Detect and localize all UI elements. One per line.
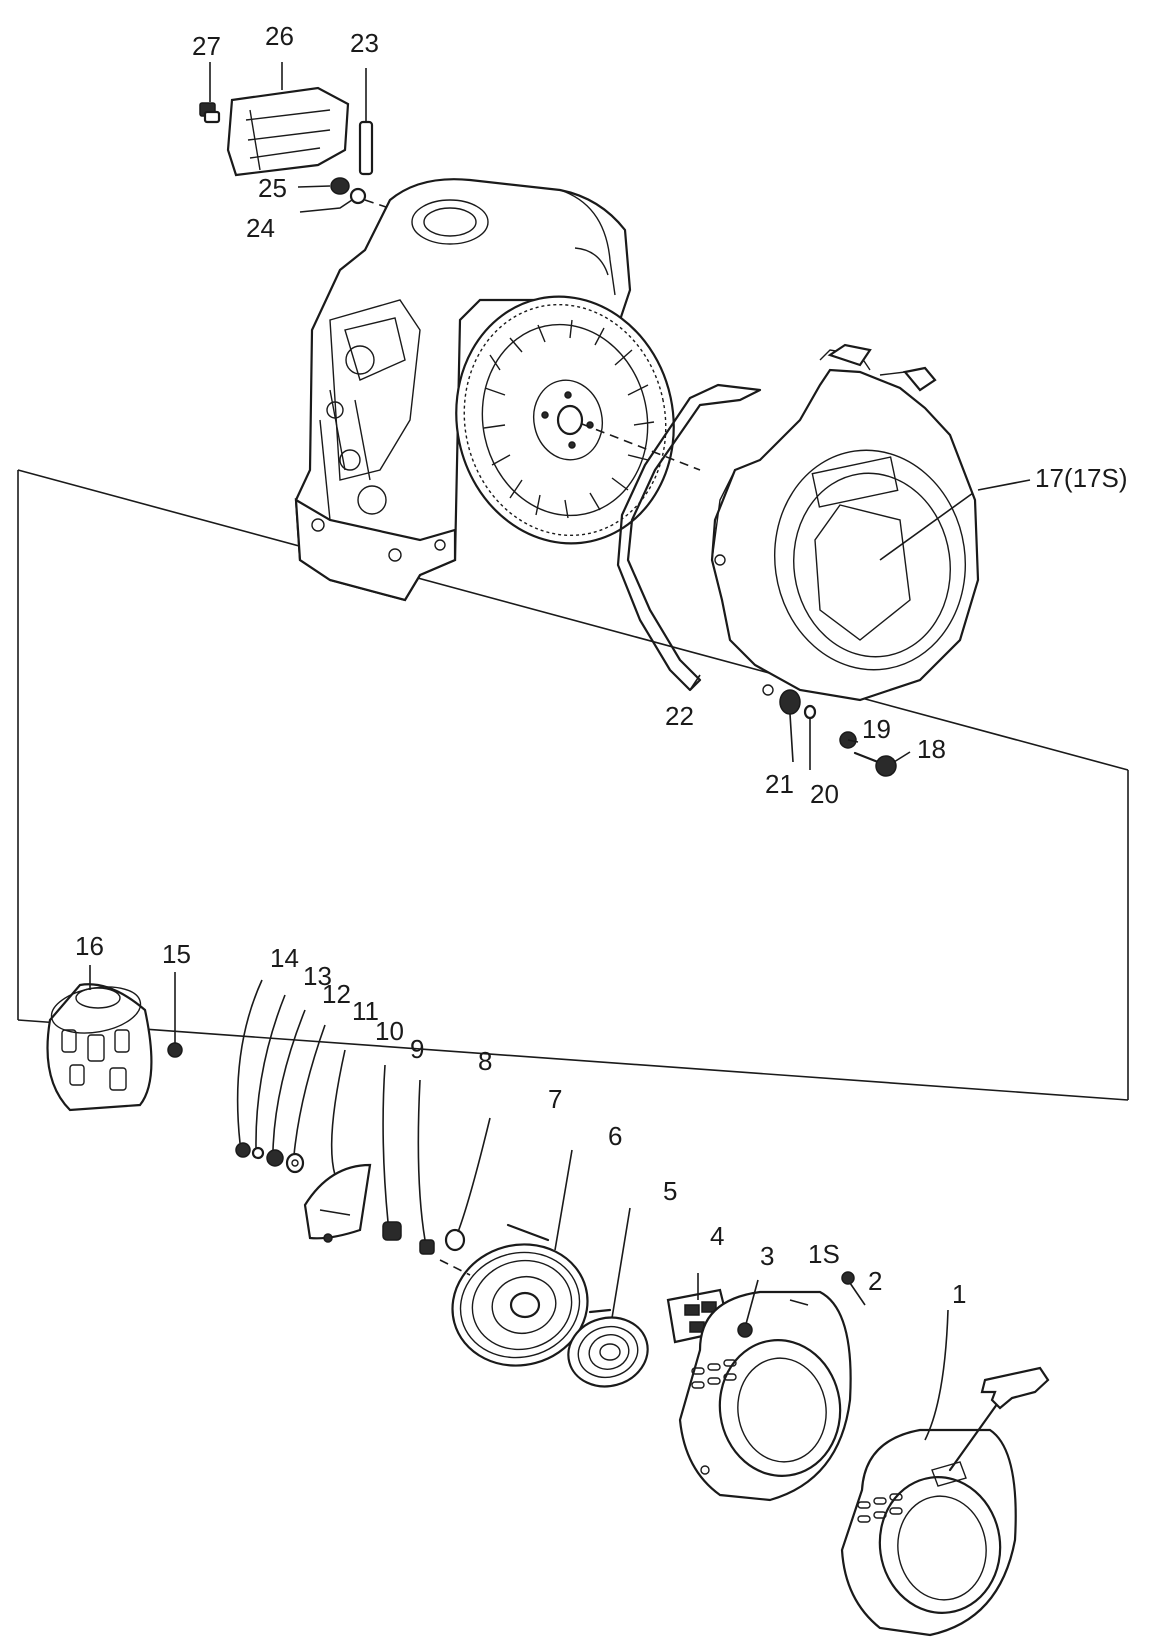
label-15: 15	[162, 939, 191, 969]
washer-20	[803, 704, 817, 720]
label-1S: 1S	[808, 1239, 840, 1269]
label-25: 25	[258, 173, 287, 203]
label-14: 14	[270, 943, 299, 973]
label-3: 3	[760, 1241, 774, 1271]
label-7: 7	[548, 1084, 562, 1114]
washer-12	[266, 1149, 284, 1167]
label-5: 5	[663, 1176, 677, 1206]
bolt-18	[853, 751, 897, 777]
label-21: 21	[765, 769, 794, 799]
label-1: 1	[952, 1279, 966, 1309]
label-17: 17(17S)	[1035, 463, 1128, 493]
label-16: 16	[75, 931, 104, 961]
label-26: 26	[265, 21, 294, 51]
label-9: 9	[410, 1034, 424, 1064]
label-20: 20	[810, 779, 839, 809]
reel-pulley-6	[439, 1223, 589, 1367]
label-6: 6	[608, 1121, 622, 1151]
washer-11	[285, 1152, 305, 1174]
label-8: 8	[478, 1046, 492, 1076]
washer-25	[330, 177, 350, 195]
pin-24	[349, 187, 396, 211]
label-13: 13	[303, 961, 332, 991]
flywheel	[455, 295, 701, 545]
ratchet-cover-10	[303, 1163, 372, 1243]
label-2: 2	[868, 1266, 882, 1296]
nut-27	[199, 102, 221, 124]
flywheel-fins	[483, 319, 655, 519]
starter-case-1S	[678, 1290, 852, 1502]
label-19: 19	[862, 714, 891, 744]
starter-handle	[980, 1366, 1050, 1410]
screw-2	[841, 1271, 855, 1285]
screw-3	[737, 1322, 753, 1338]
recoil-spring-5	[567, 1308, 649, 1388]
starter-rope	[948, 1398, 1002, 1472]
spring-8	[419, 1239, 435, 1255]
assembly-frame	[17, 469, 1129, 1101]
spring-9	[382, 1221, 402, 1241]
part-labels: 27 26 23 25 24 17(17S) 22 19 18 21 20 16…	[75, 21, 1128, 1309]
label-12: 12	[322, 979, 351, 1009]
label-10: 10	[375, 1016, 404, 1046]
label-24: 24	[246, 213, 275, 243]
cover-plate-26	[226, 86, 350, 177]
bolt-21	[779, 689, 801, 715]
vent-slots-rear	[691, 1359, 737, 1389]
leader-lines	[89, 62, 1031, 1441]
vent-slots-front	[857, 1493, 903, 1523]
label-18: 18	[917, 734, 946, 764]
label-4: 4	[710, 1221, 724, 1251]
gasket-22	[616, 383, 762, 692]
nut-14	[235, 1142, 251, 1158]
starter-cup-16	[46, 983, 153, 1112]
fan-housing-17	[710, 343, 980, 702]
label-11: 11	[352, 996, 379, 1026]
label-22: 22	[665, 701, 694, 731]
washer-13	[251, 1146, 265, 1160]
pawl-7	[444, 1228, 466, 1252]
bolt-23	[358, 68, 374, 176]
engine-block	[294, 178, 632, 602]
label-27: 27	[192, 31, 221, 61]
nut-15	[167, 1042, 183, 1058]
starter-case-1	[840, 1428, 1017, 1637]
label-23: 23	[350, 28, 379, 58]
